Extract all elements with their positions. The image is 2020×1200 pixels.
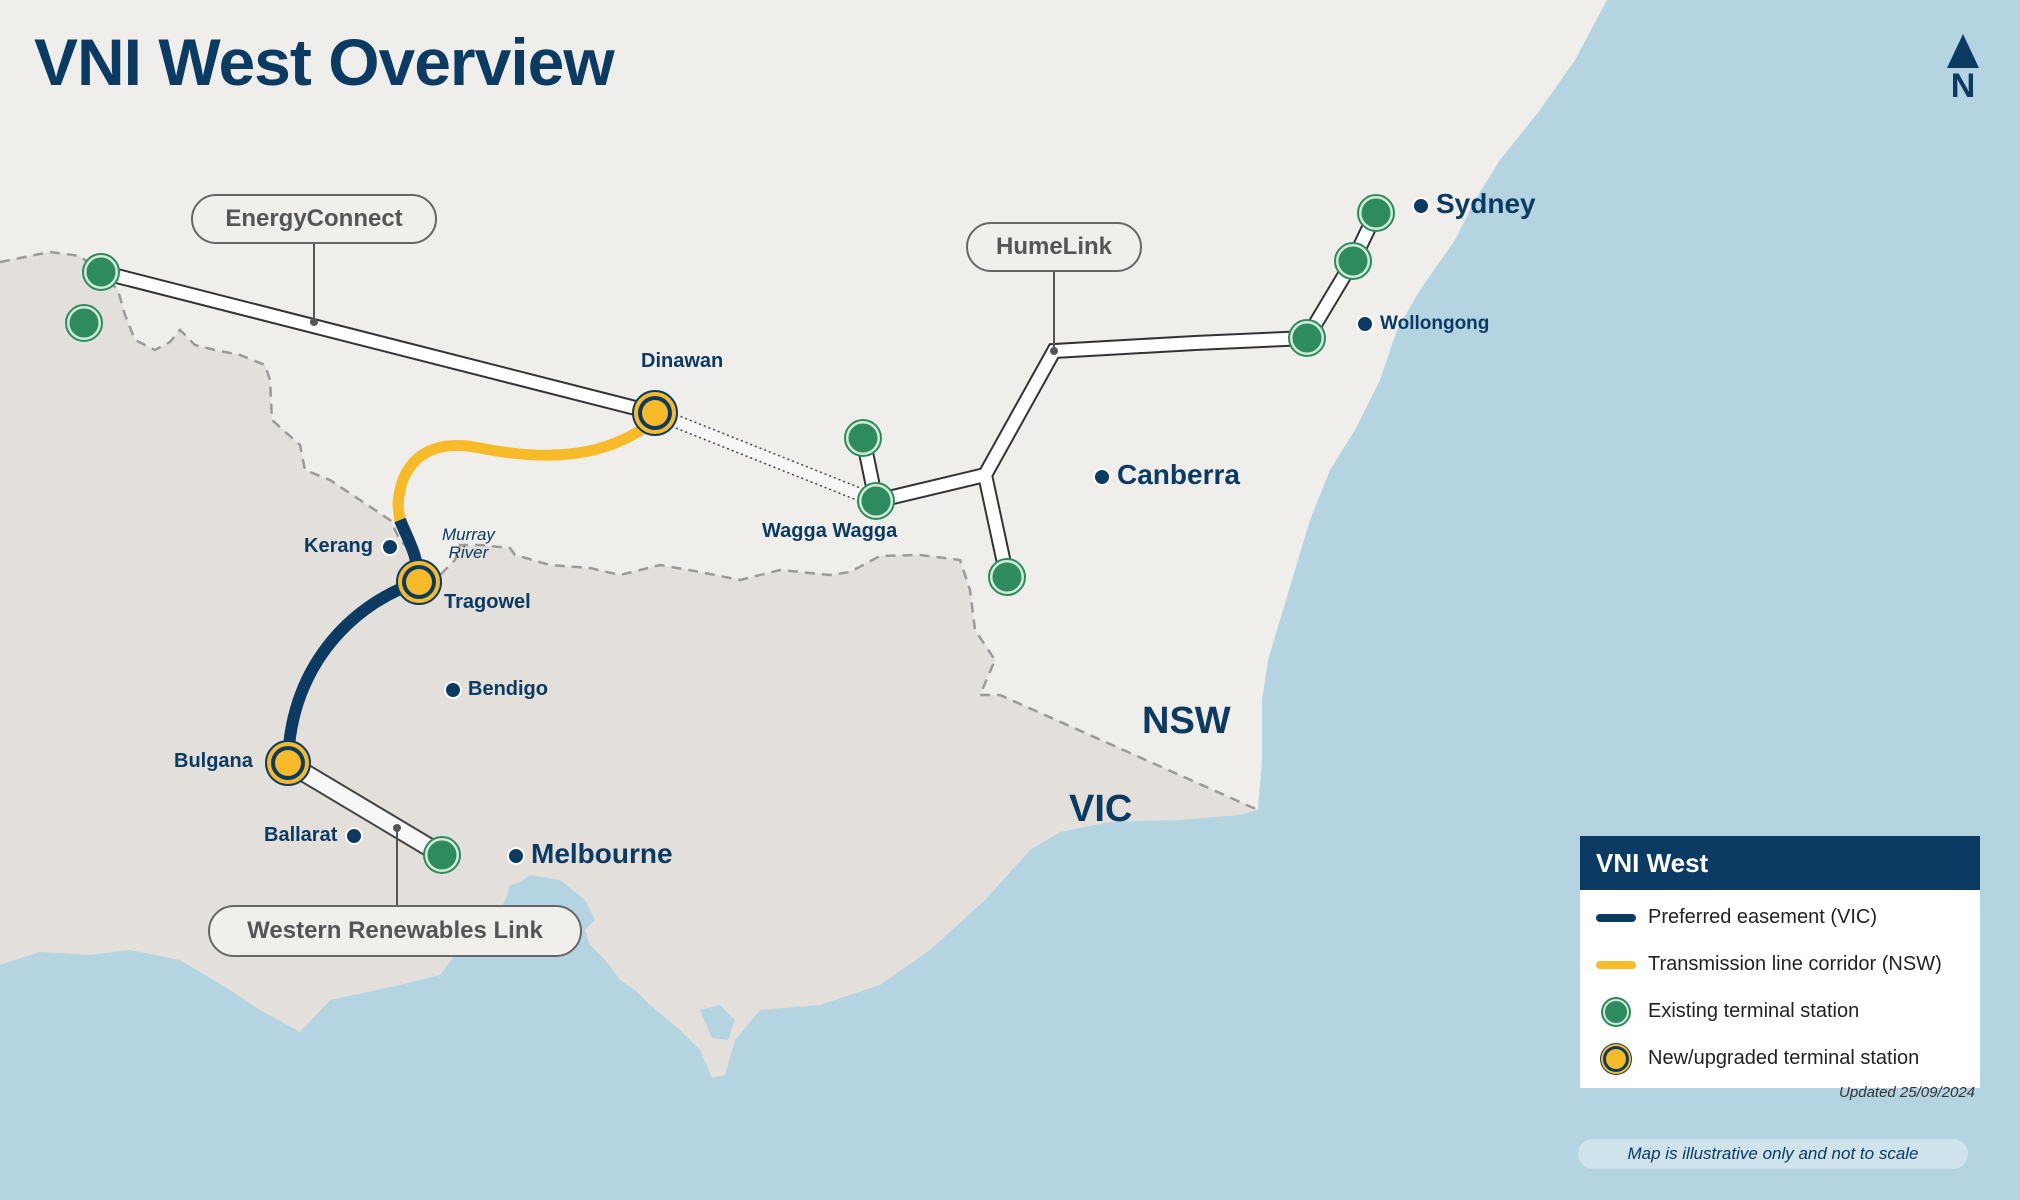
city-label: Sydney xyxy=(1436,188,1536,219)
new-terminal-stations xyxy=(265,390,678,786)
callout-humelink[interactable]: HumeLink xyxy=(966,222,1142,272)
state-label-nsw: NSW xyxy=(1142,700,1231,742)
label-wagga-wagga: Wagga Wagga xyxy=(762,520,898,542)
city-canberra: Canberra xyxy=(1093,459,1240,491)
city-ballarat: Ballarat xyxy=(264,824,364,847)
city-dot-icon xyxy=(507,846,525,865)
existing-station-icon[interactable] xyxy=(1334,242,1372,280)
existing-station-icon[interactable] xyxy=(1288,319,1326,357)
label-tragowel: Tragowel xyxy=(444,591,531,613)
city-label: Melbourne xyxy=(531,838,673,869)
label-dinawan: Dinawan xyxy=(641,350,724,372)
legend: VNI West Preferred easement (VIC) Transm… xyxy=(1580,836,1980,1088)
western-renewables-link-line xyxy=(282,754,448,864)
city-kerang: Kerang xyxy=(304,535,399,558)
city-dot-icon xyxy=(345,826,364,845)
legend-item-new-station: New/upgraded terminal station xyxy=(1580,1035,1980,1082)
city-label: Wollongong xyxy=(1380,313,1490,334)
new-station-icon-dinawan[interactable] xyxy=(632,390,678,436)
legend-item-label: New/upgraded terminal station xyxy=(1648,1047,1920,1069)
existing-station-icon[interactable] xyxy=(988,558,1026,596)
city-dot-icon xyxy=(380,537,399,556)
city-dot-icon xyxy=(1412,196,1430,215)
yellow-line-swatch-icon xyxy=(1596,960,1636,969)
wrl-leader-dot xyxy=(393,824,401,832)
north-arrow: N xyxy=(1946,34,1980,104)
city-label: Canberra xyxy=(1117,459,1240,490)
humelink-leader-dot xyxy=(1050,347,1058,355)
label-bulgana: Bulgana xyxy=(174,750,253,772)
city-wollongong: Wollongong xyxy=(1356,313,1489,335)
city-dot-icon xyxy=(1356,314,1374,333)
legend-title: VNI West xyxy=(1580,836,1980,890)
city-dot-icon xyxy=(444,680,462,699)
vic-land xyxy=(0,252,1258,1078)
river-label-murray: Murray River xyxy=(442,526,495,562)
updated-date: Updated 25/09/2024 xyxy=(1839,1084,1975,1101)
city-sydney: Sydney xyxy=(1412,188,1536,220)
legend-item-label: Preferred easement (VIC) xyxy=(1648,906,1877,928)
existing-station-swatch-icon xyxy=(1605,1000,1627,1023)
existing-station-icon[interactable] xyxy=(65,304,103,342)
existing-station-icon[interactable] xyxy=(857,482,895,520)
city-bendigo: Bendigo xyxy=(444,678,548,701)
energyconnect-leader-dot xyxy=(310,318,318,326)
existing-station-icon[interactable] xyxy=(82,253,120,291)
north-arrow-icon xyxy=(1947,34,1979,68)
legend-item-existing-station: Existing terminal station xyxy=(1580,988,1980,1035)
disclaimer: Map is illustrative only and not to scal… xyxy=(1578,1139,1968,1169)
legend-item-vic-easement: Preferred easement (VIC) xyxy=(1580,894,1980,941)
river-label-line1: Murray xyxy=(442,525,495,544)
existing-terminal-stations xyxy=(65,194,1395,874)
city-label: Bendigo xyxy=(468,678,548,700)
existing-station-icon[interactable] xyxy=(844,419,882,457)
legend-item-label: Transmission line corridor (NSW) xyxy=(1648,953,1942,975)
city-dot-icon xyxy=(1093,467,1111,486)
page-title: VNI West Overview xyxy=(34,25,615,99)
north-label: N xyxy=(1950,67,1976,105)
new-station-icon-tragowel[interactable] xyxy=(396,559,442,605)
callout-western-renewables-link[interactable]: Western Renewables Link xyxy=(208,905,582,957)
state-label-vic: VIC xyxy=(1069,788,1133,830)
navy-line-swatch-icon xyxy=(1596,913,1636,922)
legend-item-nsw-corridor: Transmission line corridor (NSW) xyxy=(1580,941,1980,988)
river-label-line2: River xyxy=(448,543,489,562)
existing-station-icon[interactable] xyxy=(423,836,461,874)
legend-item-label: Existing terminal station xyxy=(1648,1000,1860,1022)
new-station-swatch-icon xyxy=(1606,1048,1626,1069)
energyconnect-line xyxy=(99,264,879,508)
callout-energyconnect[interactable]: EnergyConnect xyxy=(191,194,437,244)
city-label: Ballarat xyxy=(264,824,338,846)
city-melbourne: Melbourne xyxy=(507,838,673,870)
vic-easement-line xyxy=(282,517,426,764)
city-label: Kerang xyxy=(304,535,373,557)
new-station-icon-bulgana[interactable] xyxy=(265,740,311,786)
existing-station-icon[interactable] xyxy=(1357,194,1395,232)
nsw-corridor-line xyxy=(392,419,654,528)
western-port-bay xyxy=(700,1005,735,1040)
